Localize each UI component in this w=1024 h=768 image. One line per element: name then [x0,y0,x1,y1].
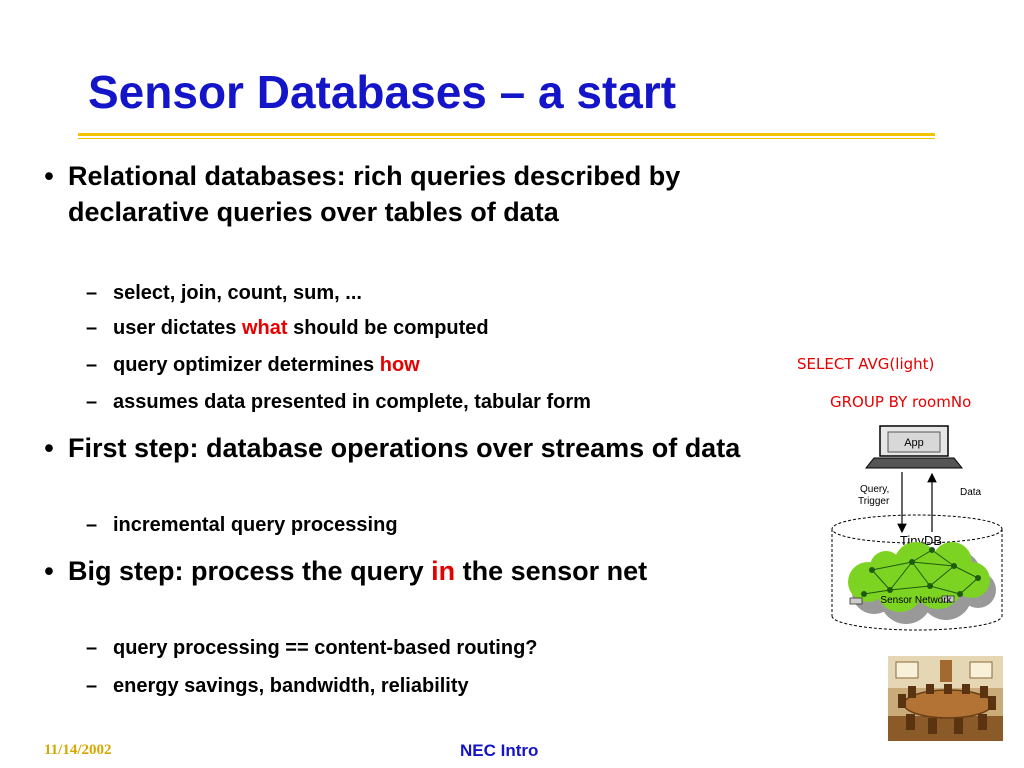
sub-bullet-text: select, join, count, sum, ... [113,282,362,304]
sub-bullet-text: query optimizer determines [113,354,380,376]
sub-bullet-energy-savings: –energy savings, bandwidth, reliability [86,673,766,699]
bullet-marker: • [44,433,54,463]
emphasis-how: how [379,354,420,376]
bullet-text: Relational databases: rich queries descr… [68,161,681,227]
sub-bullet-text: query processing == content-based routin… [113,637,538,659]
slide-title: Sensor Databases – a start [88,66,677,118]
sub-bullet-text-end: should be computed [287,317,489,339]
query-label: Query, [860,484,889,495]
bullet-text: First step: database operations over str… [68,433,741,463]
sub-bullet-user-dictates: –user dictates what should be computed [86,315,766,341]
title-rule [78,133,935,136]
app-label: App [904,437,924,449]
sub-bullet-marker: – [86,675,98,697]
laptop-icon: App [864,425,964,469]
sub-bullet-marker: – [86,282,98,304]
sub-bullet-text: user dictates [113,317,242,339]
sub-bullet-text: energy savings, bandwidth, reliability [113,675,469,697]
sub-bullet-content-routing: –query processing == content-based routi… [86,635,766,661]
bullet-relational-databases: • Relational databases: rich queries des… [30,158,750,230]
trigger-label: Trigger [858,496,890,507]
bullet-big-step: • Big step: process the query in the sen… [30,553,750,589]
sub-bullet-marker: – [86,317,98,339]
sub-bullet-marker: – [86,514,98,536]
sql-groupby-line: GROUP BY roomNo [830,393,972,411]
sensor-network-cloud: Sensor Network [848,542,996,624]
sub-bullet-text: assumes data presented in complete, tabu… [113,391,591,413]
sub-bullet-text: incremental query processing [113,514,398,536]
emphasis-what: what [241,317,288,339]
sub-bullet-select-join: –select, join, count, sum, ... [86,280,766,306]
footer-date: 11/14/2002 [44,742,112,758]
sub-bullet-tabular-form: –assumes data presented in complete, tab… [86,389,766,415]
sql-select-line: SELECT AVG(light) [797,355,935,373]
sub-bullet-marker: – [86,354,98,376]
emphasis-in: in [431,556,456,586]
bullet-marker: • [44,556,54,586]
sensor-network-label: Sensor Network [880,595,952,606]
tinydb-diagram: App Query, Trigger Data TinyDB Sensor Ne… [831,425,1003,631]
sub-bullet-incremental: –incremental query processing [86,512,766,538]
sub-bullet-marker: – [86,391,98,413]
sub-bullet-query-optimizer: –query optimizer determines how [86,352,766,378]
data-label: Data [960,487,982,498]
sub-bullet-marker: – [86,637,98,659]
title-rule-thin [78,138,935,139]
footer-title: NEC Intro [460,741,539,760]
bullet-first-step: • First step: database operations over s… [30,430,750,466]
conference-room-photo [888,656,1003,741]
bullet-text: Big step: process the query in the senso… [68,556,648,586]
bullet-marker: • [44,161,54,191]
